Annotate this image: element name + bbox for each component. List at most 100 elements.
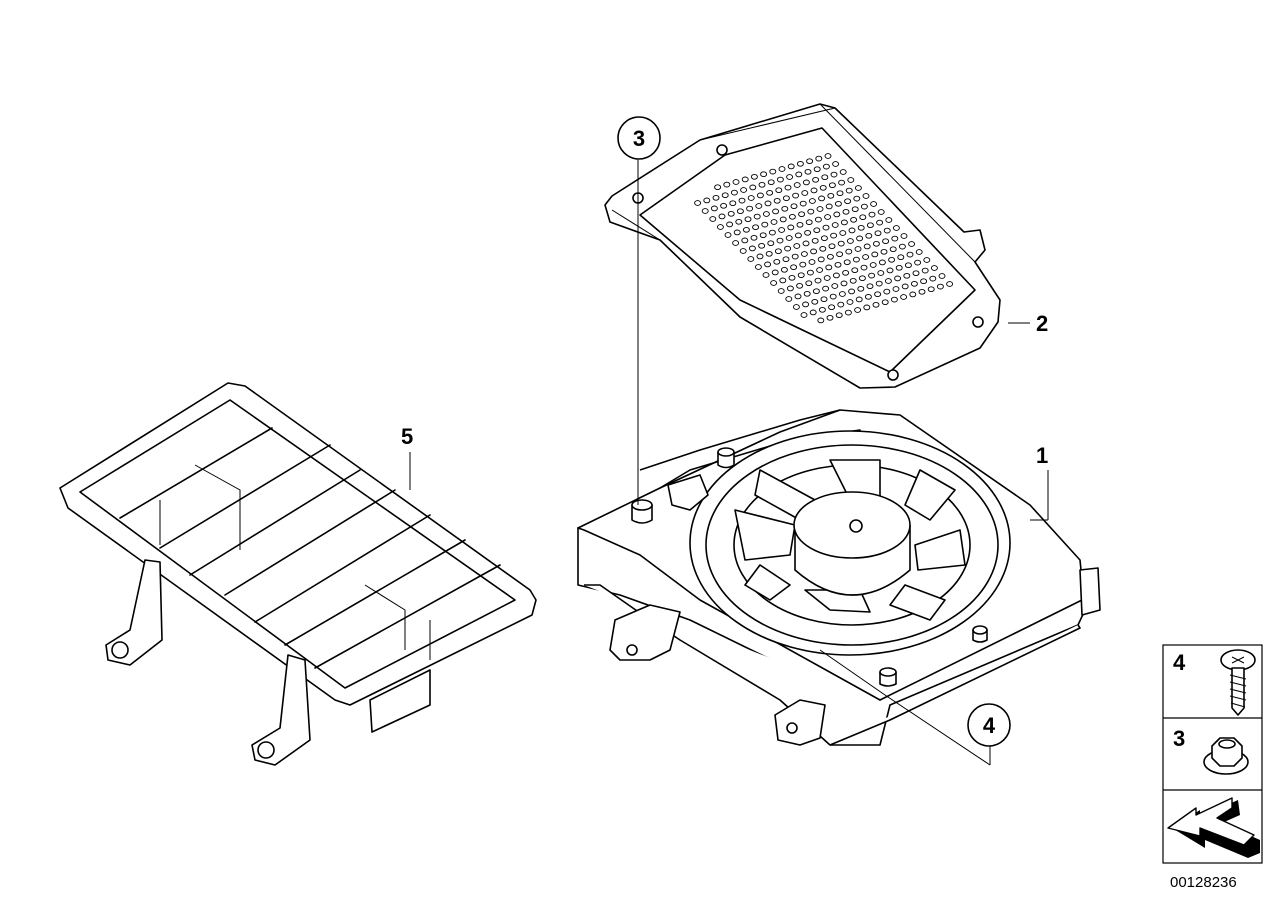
perforation-hole <box>839 169 847 175</box>
perforation-hole <box>854 307 862 313</box>
perforation-hole <box>752 224 760 231</box>
perforation-hole <box>818 195 826 202</box>
perforation-hole <box>714 184 722 191</box>
perforation-hole <box>747 256 755 262</box>
perforation-hole <box>822 285 830 292</box>
perforation-hole <box>831 222 839 228</box>
perforation-hole <box>798 211 806 218</box>
perforation-hole <box>845 248 853 255</box>
perforation-hole <box>881 299 889 306</box>
perforation-hole <box>824 153 832 159</box>
perforation-hole <box>720 202 728 209</box>
perforation-hole <box>886 267 894 274</box>
perforation-hole <box>936 283 944 290</box>
perforation-hole <box>790 264 798 271</box>
callout-3-text: 3 <box>633 126 645 151</box>
perforation-hole <box>923 257 931 263</box>
perforation-hole <box>701 208 709 214</box>
perforation-hole <box>716 224 724 230</box>
grille-cover <box>604 103 1001 389</box>
perforation-hole <box>796 282 804 289</box>
perforation-hole <box>820 296 828 303</box>
perforation-hole <box>785 296 793 302</box>
perforation-hole <box>901 283 909 290</box>
perforation-hole <box>842 269 850 276</box>
perforation-hole <box>784 184 792 191</box>
perforation-hole <box>815 155 823 162</box>
perforation-hole <box>946 281 954 287</box>
perforation-hole <box>840 219 848 226</box>
perforation-hole <box>795 171 803 178</box>
perforation-hole <box>837 301 845 308</box>
perforation-hole <box>829 293 837 300</box>
perforation-hole <box>769 168 777 175</box>
perforation-hole <box>732 240 740 246</box>
perforation-hole <box>832 272 840 279</box>
perforation-hole <box>741 237 749 244</box>
perforation-hole <box>860 264 868 271</box>
callout-4-text: 4 <box>983 713 996 738</box>
perforation-hole <box>894 275 902 282</box>
perforation-hole <box>810 248 818 255</box>
perforation-hole <box>836 190 844 197</box>
perforation-hole <box>838 179 846 186</box>
perforation-hole <box>721 192 729 199</box>
perforation-hole <box>738 197 746 204</box>
perforation-hole <box>839 230 847 236</box>
perforation-hole <box>761 221 769 228</box>
perforation-hole <box>802 301 810 308</box>
callout-part-3: 3 <box>617 116 661 160</box>
perforation-hole <box>860 203 868 210</box>
perforation-hole <box>801 190 809 196</box>
perforation-hole <box>773 258 781 265</box>
perforation-hole <box>771 269 779 276</box>
perforation-hole <box>762 272 770 278</box>
perforation-hole <box>843 259 851 266</box>
perforation-hole <box>914 259 922 266</box>
perforation-hole <box>848 288 856 295</box>
perforation-hole <box>823 275 831 281</box>
perforation-hole <box>814 277 822 284</box>
perforation-hole <box>838 291 846 297</box>
perforation-hole <box>818 306 826 313</box>
perforation-hole <box>897 254 905 261</box>
perforation-hole <box>872 240 880 247</box>
perforation-hole <box>915 249 923 255</box>
perforation-hole <box>857 285 865 292</box>
perforation-hole <box>821 174 829 181</box>
perforation-pattern <box>694 153 954 324</box>
perforation-hole <box>895 264 903 271</box>
perforation-hole <box>770 219 778 225</box>
perforation-hole <box>878 259 886 266</box>
perforation-hole <box>723 181 731 188</box>
perforation-hole <box>733 229 741 236</box>
perforation-hole <box>850 216 858 223</box>
perforation-hole <box>809 309 817 316</box>
perforation-hole <box>775 187 783 194</box>
perforation-hole <box>857 224 865 231</box>
perforation-hole <box>900 233 908 239</box>
perforation-hole <box>868 272 876 279</box>
perforation-hole <box>863 243 871 250</box>
perforation-hole <box>828 182 836 189</box>
perforation-hole <box>776 237 784 244</box>
legend-screw-label: 4 <box>1173 650 1186 675</box>
perforation-hole <box>800 251 808 257</box>
callout-part-4: 4 <box>967 703 1011 747</box>
perforation-hole <box>833 211 841 218</box>
perforation-hole <box>703 197 711 204</box>
perforation-hole <box>793 182 801 188</box>
perforation-hole <box>849 277 857 284</box>
perforation-hole <box>747 195 755 201</box>
perforation-hole <box>774 248 782 255</box>
perforation-hole <box>785 235 793 241</box>
perforation-hole <box>830 232 838 239</box>
perforation-hole <box>742 226 750 233</box>
perforation-hole <box>883 227 891 234</box>
perforation-hole <box>866 283 874 290</box>
perforation-hole <box>816 267 824 273</box>
perforation-hole <box>851 267 859 274</box>
perforation-hole <box>777 288 785 294</box>
perforation-hole <box>773 197 781 204</box>
perforation-hole <box>805 280 813 287</box>
